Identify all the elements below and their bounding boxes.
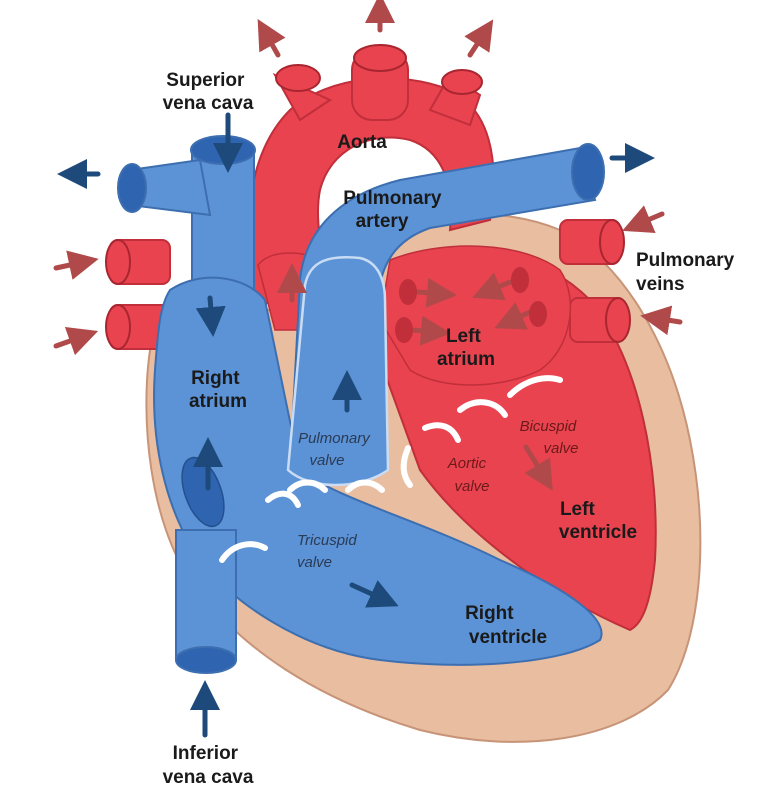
coronary-sinus-opening (181, 456, 225, 528)
label-tricuspid-valve-l1: Tricuspid (297, 532, 357, 549)
label-left-atrium: Left atrium (437, 326, 495, 370)
arrow-right-ventricle (349, 580, 399, 608)
inferior-vena-cava-vessel (175, 529, 237, 661)
aorta-branch-center-opening (353, 44, 407, 72)
blood-flow-arrows-blue (57, 112, 655, 738)
label-inferior-vena-cava: Inferior vena cava (163, 743, 254, 788)
tricuspid-valve-leaflets (219, 490, 301, 563)
label-pulmonary-veins-l2: veins (636, 274, 685, 295)
left-pulmonary-artery-opening (571, 143, 605, 201)
label-bicuspid-valve-l2: valve (543, 440, 578, 457)
right-pulmonary-artery-opening (117, 163, 147, 213)
arrow-left-atrium-1 (415, 277, 457, 308)
right-pulmonary-vein-upper (105, 239, 131, 285)
label-right-atrium: Right atrium (189, 368, 247, 412)
label-right-atrium-l2: atrium (189, 391, 247, 412)
label-inferior-vena-cava-l1: Inferior (173, 743, 239, 764)
label-left-ventricle-l1: Left (560, 499, 596, 520)
label-pulmonary-veins-l1: Pulmonary (636, 250, 735, 271)
pulmonary-vein-openings (395, 267, 547, 343)
left-pulmonary-vein-lower (605, 297, 631, 343)
label-aortic-valve-l1: Aortic (447, 455, 487, 472)
label-aortic-valve: Aortic valve (447, 455, 491, 495)
label-aorta: Aorta (337, 132, 387, 153)
label-tricuspid-valve: Tricuspid valve (297, 532, 361, 571)
label-right-ventricle-l1: Right (465, 603, 514, 624)
arrow-pulm-vein-in-upper-left (53, 250, 99, 280)
label-inferior-vena-cava-l2: vena cava (163, 767, 254, 788)
arrow-right-atrium-down (195, 295, 226, 337)
label-bicuspid-valve: Bicuspid valve (520, 418, 581, 457)
label-left-atrium-l1: Left (446, 326, 482, 347)
label-pulmonary-valve: Pulmonary valve (298, 430, 374, 469)
right-pulmonary-vein-lower (105, 304, 131, 350)
arrow-left-atrium-3 (409, 315, 451, 346)
arrow-left-atrium-4 (494, 302, 533, 330)
label-pulmonary-artery-l2: artery (356, 211, 409, 232)
label-pulmonary-valve-l1: Pulmonary (298, 430, 371, 447)
label-left-ventricle: Left ventricle (559, 499, 637, 543)
arrow-aorta-branch-left (257, 18, 286, 58)
arrow-left-atrium-2 (472, 272, 513, 301)
blood-flow-arrows-red (53, 0, 683, 491)
label-right-atrium-l1: Right (191, 368, 240, 389)
pulmonary-valve-leaflets (287, 479, 385, 493)
label-right-ventricle-l2: ventricle (469, 627, 547, 648)
label-pulmonary-artery: Pulmonary artery (343, 188, 446, 232)
label-pulmonary-artery-l1: Pulmonary (343, 188, 442, 209)
arrow-pulm-vein-in-upper-right (622, 205, 665, 233)
label-pulmonary-veins: Pulmonary veins (636, 250, 739, 295)
bicuspid-valve-leaflets (457, 375, 563, 418)
label-bicuspid-valve-l1: Bicuspid (520, 418, 577, 435)
arrow-aorta-branch-right (464, 19, 494, 58)
label-left-atrium-l2: atrium (437, 349, 495, 370)
label-superior-vena-cava-l1: Superior (166, 70, 245, 91)
label-left-ventricle-l2: ventricle (559, 522, 637, 543)
aorta-branch-right-opening (441, 69, 483, 95)
arrow-pulm-vein-in-lower-right (640, 305, 683, 336)
label-superior-vena-cava-l2: vena cava (163, 93, 254, 114)
label-right-ventricle: Right ventricle (465, 603, 547, 648)
arrow-pulm-vein-in-lower-left (53, 326, 99, 356)
label-superior-vena-cava: Superior vena cava (163, 70, 254, 114)
aorta-branch-left-opening (275, 64, 321, 92)
label-pulmonary-valve-l2: valve (309, 452, 344, 469)
label-aortic-valve-l2: valve (454, 478, 489, 495)
aortic-valve-leaflets (400, 422, 461, 488)
arrow-left-ventricle (523, 444, 553, 491)
label-tricuspid-valve-l2: valve (297, 554, 332, 571)
right-heart-chamber (153, 276, 603, 666)
left-pulmonary-vein-upper (599, 219, 625, 265)
